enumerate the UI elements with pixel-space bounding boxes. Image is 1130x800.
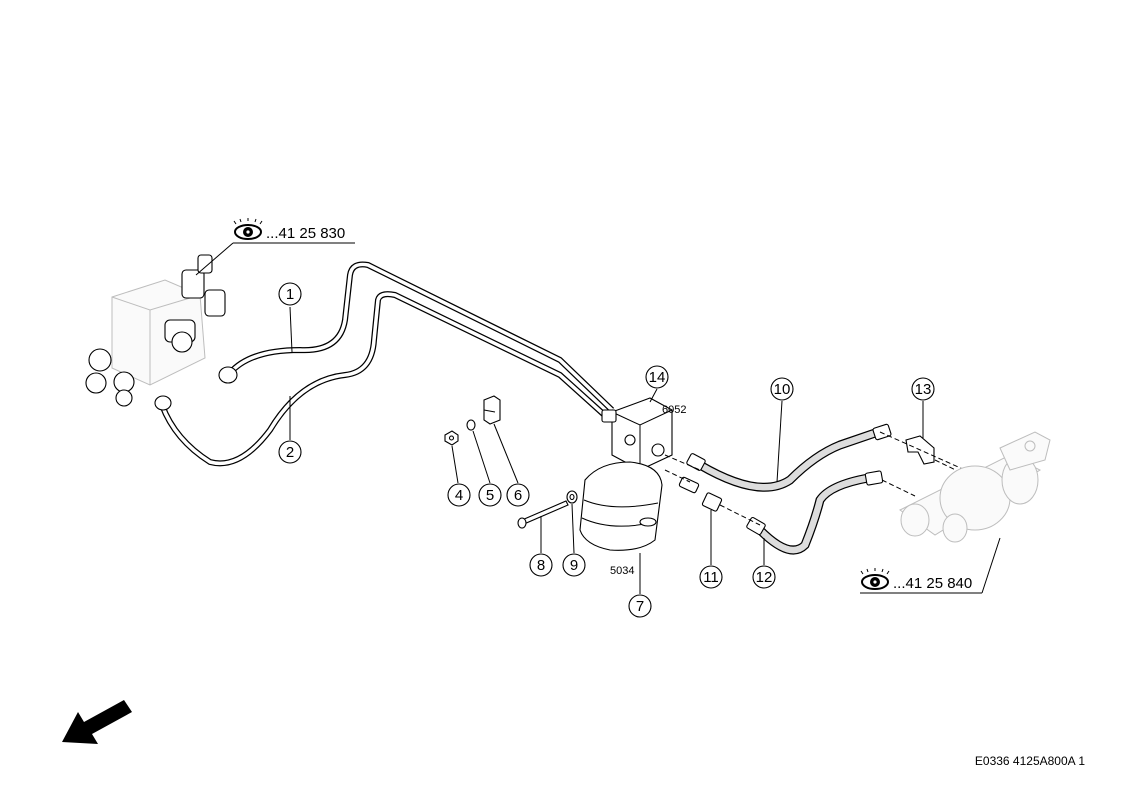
- svg-text:14: 14: [649, 369, 666, 386]
- block-part-code: 6052: [662, 404, 686, 416]
- svg-text:9: 9: [570, 557, 578, 574]
- callout-11[interactable]: 11: [699, 510, 723, 589]
- callout-7[interactable]: 7: [628, 553, 652, 618]
- assembly-line: [664, 469, 691, 483]
- callout-12[interactable]: 12: [752, 538, 776, 589]
- distribution-block: [601, 397, 673, 471]
- hose-10: [686, 423, 892, 492]
- svg-text:10: 10: [774, 381, 791, 398]
- callout-2[interactable]: 2: [278, 396, 302, 464]
- washer-9: [566, 490, 578, 504]
- eye-icon: [860, 568, 890, 590]
- drawing-code: E0336 4125A800A 1: [974, 754, 1085, 768]
- svg-text:8: 8: [537, 557, 545, 574]
- svg-text:2: 2: [286, 444, 294, 461]
- callout-4[interactable]: 4: [447, 445, 471, 507]
- callout-5[interactable]: 5: [472, 430, 502, 507]
- cylinder-assembly: [899, 431, 1051, 543]
- callout-9[interactable]: 9: [562, 503, 586, 577]
- accumulator-part-code: 5034: [610, 565, 634, 577]
- accumulator: [579, 461, 663, 551]
- pipe-2: [154, 291, 613, 467]
- assembly-line: [934, 459, 969, 477]
- svg-text:5: 5: [486, 487, 494, 504]
- callout-13[interactable]: 13: [911, 377, 935, 438]
- reference-top[interactable]: ...41 25 830: [195, 218, 355, 276]
- callout-10[interactable]: 10: [770, 377, 794, 483]
- eye-icon: [233, 218, 263, 240]
- arrow-down-left-icon: [62, 700, 132, 744]
- svg-text:1: 1: [286, 286, 294, 303]
- svg-text:6: 6: [514, 487, 522, 504]
- reference-top-text: ...41 25 830: [266, 225, 345, 242]
- callout-14[interactable]: 14: [645, 365, 669, 403]
- svg-text:4: 4: [455, 487, 463, 504]
- callouts: 1 2 4 5 6 7 8: [278, 282, 935, 618]
- callout-1[interactable]: 1: [278, 282, 302, 353]
- reference-bottom-text: ...41 25 840: [893, 575, 972, 592]
- callout-8[interactable]: 8: [529, 516, 553, 577]
- svg-text:13: 13: [915, 381, 932, 398]
- valve-block-assembly: [85, 254, 226, 407]
- reference-bottom[interactable]: ...41 25 840: [860, 537, 1001, 594]
- svg-text:11: 11: [703, 569, 719, 586]
- assembly-line: [881, 479, 916, 497]
- bolt-8: [517, 500, 569, 529]
- svg-text:12: 12: [756, 569, 773, 586]
- hose-12: [746, 470, 884, 555]
- assembly-line: [664, 454, 701, 471]
- clip-6: [483, 395, 501, 425]
- svg-text:7: 7: [636, 598, 644, 615]
- washer-5: [466, 419, 476, 431]
- callout-6[interactable]: 6: [493, 423, 530, 507]
- fitting-11: [678, 476, 723, 512]
- nut-4: [444, 430, 459, 446]
- pipe-1: [218, 261, 615, 413]
